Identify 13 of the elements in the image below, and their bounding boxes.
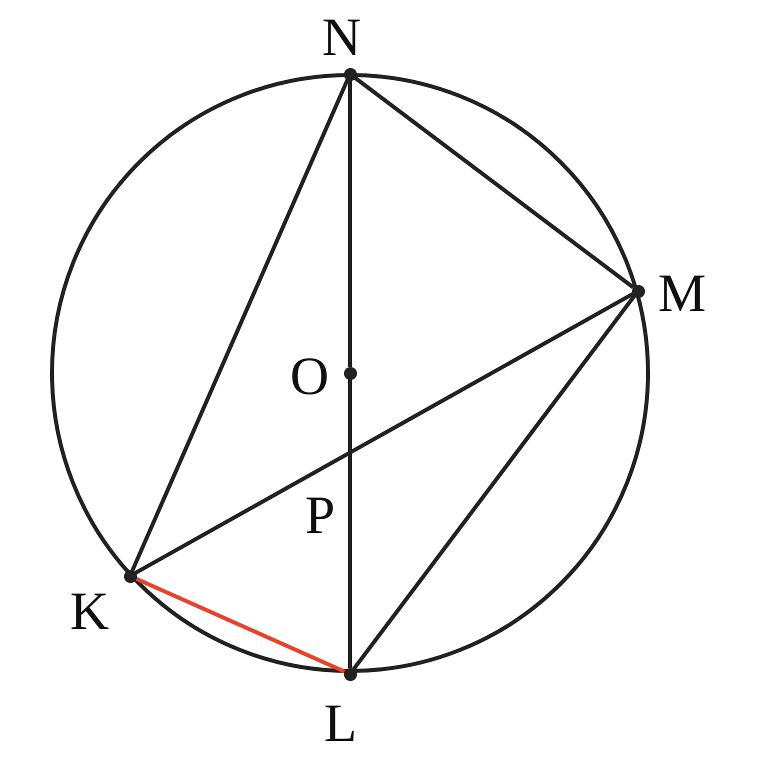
line-segment <box>348 379 352 668</box>
line-segment <box>352 294 636 670</box>
line-segment <box>134 292 634 575</box>
line-segment <box>130 78 350 572</box>
point-label: N <box>322 10 361 64</box>
line-segment <box>134 576 346 674</box>
point-label: M <box>658 266 706 320</box>
line-segment <box>348 80 352 367</box>
point-label: K <box>70 584 109 638</box>
line-segment <box>354 76 634 289</box>
point-label: O <box>290 349 329 403</box>
point-label: P <box>305 488 336 542</box>
point-label: L <box>324 696 357 750</box>
